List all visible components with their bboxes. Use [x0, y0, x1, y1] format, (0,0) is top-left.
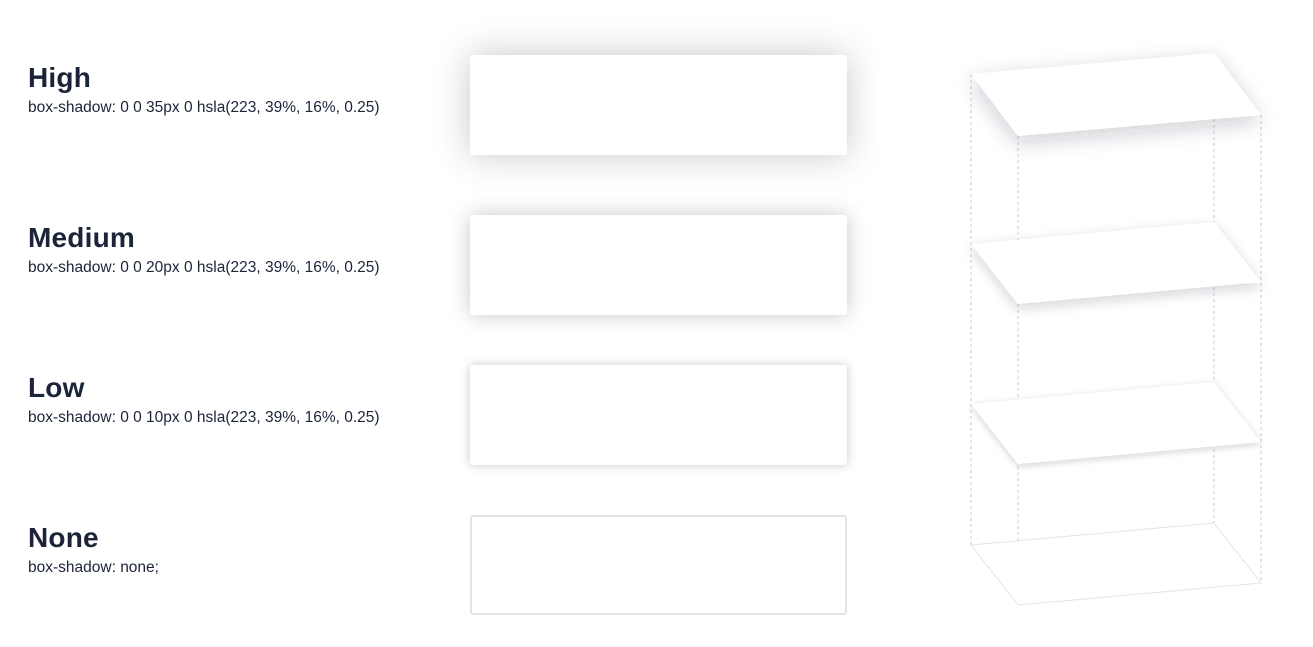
level-title: Medium	[28, 222, 135, 253]
shadow-card-none	[470, 515, 847, 615]
plane-medium	[971, 222, 1261, 304]
guide-lines	[970, 53, 1262, 605]
level-title: Low	[28, 372, 85, 403]
level-description: box-shadow: 0 0 10px 0 hsla(223, 39%, 16…	[28, 409, 380, 426]
level-none-label: None box-shadow: none;	[28, 522, 159, 578]
shadow-card-medium	[470, 215, 847, 315]
plane-low	[971, 382, 1261, 464]
level-medium-label: Medium box-shadow: 0 0 20px 0 hsla(223, …	[28, 222, 380, 278]
level-description: box-shadow: none;	[28, 559, 159, 576]
shadow-card-high	[470, 55, 847, 155]
level-low-label: Low box-shadow: 0 0 10px 0 hsla(223, 39%…	[28, 372, 380, 428]
elevation-stack-illustration	[970, 53, 1262, 606]
level-title: None	[28, 522, 99, 553]
level-description: box-shadow: 0 0 20px 0 hsla(223, 39%, 16…	[28, 259, 380, 276]
shadow-card-low	[470, 365, 847, 465]
level-title: High	[28, 62, 92, 93]
plane-high	[971, 53, 1261, 136]
level-high-label: High box-shadow: 0 0 35px 0 hsla(223, 39…	[28, 62, 380, 118]
plane-none	[970, 522, 1262, 606]
level-description: box-shadow: 0 0 35px 0 hsla(223, 39%, 16…	[28, 99, 380, 116]
